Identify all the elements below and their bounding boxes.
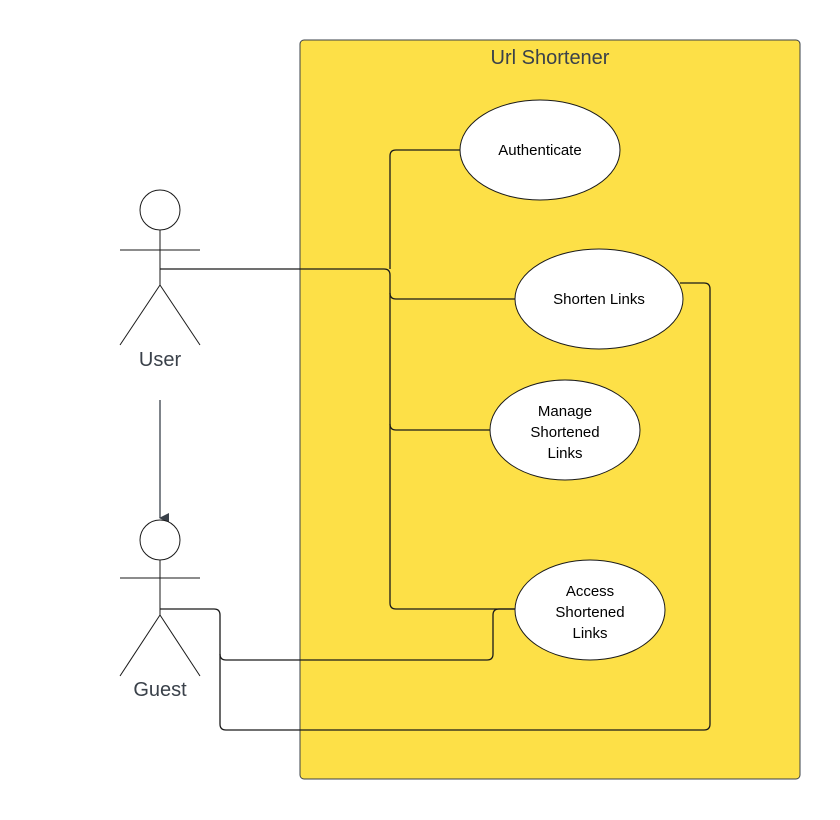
system-title: Url Shortener (491, 47, 610, 69)
use-case-manage-shortened-links[interactable]: Manage Shortened Links (489, 379, 641, 481)
use-case-label: Shorten Links (553, 291, 645, 308)
use-case-ellipse (489, 379, 641, 481)
actor-user[interactable] (119, 189, 201, 346)
actor-guest-label: Guest (133, 679, 187, 701)
use-case-label: Links (572, 625, 607, 642)
use-case-ellipse (514, 248, 684, 350)
use-case-label: Access (566, 583, 614, 600)
user-to-manage-line (389, 423, 490, 431)
user-bus-connector (160, 268, 515, 610)
use-case-ellipse (459, 99, 621, 201)
use-case-shorten-links[interactable]: Shorten Links (514, 248, 684, 350)
actor-head (139, 519, 181, 561)
user-to-authenticate-line (389, 149, 460, 269)
use-case-label: Authenticate (498, 142, 581, 159)
actor-guest[interactable] (119, 519, 201, 677)
user-to-shorten-line (389, 292, 515, 300)
connectors (160, 149, 711, 731)
actor-left-leg (119, 614, 161, 677)
use-case-authenticate[interactable]: Authenticate (459, 99, 621, 201)
use-case-ellipse (514, 559, 666, 661)
use-case-label: Shortened (555, 604, 624, 621)
use-case-label: Manage (538, 403, 592, 420)
actor-head (139, 189, 181, 231)
guest-to-access-line (160, 608, 515, 661)
actor-right-leg (159, 284, 201, 346)
use-case-access-shortened-links[interactable]: Access Shortened Links (514, 559, 666, 661)
actor-user-label: User (139, 349, 182, 371)
actor-right-leg (159, 614, 201, 677)
use-case-label: Shortened (530, 424, 599, 441)
actor-left-leg (119, 284, 161, 346)
guest-to-shorten-line (219, 282, 711, 731)
use-case-label: Links (547, 445, 582, 462)
